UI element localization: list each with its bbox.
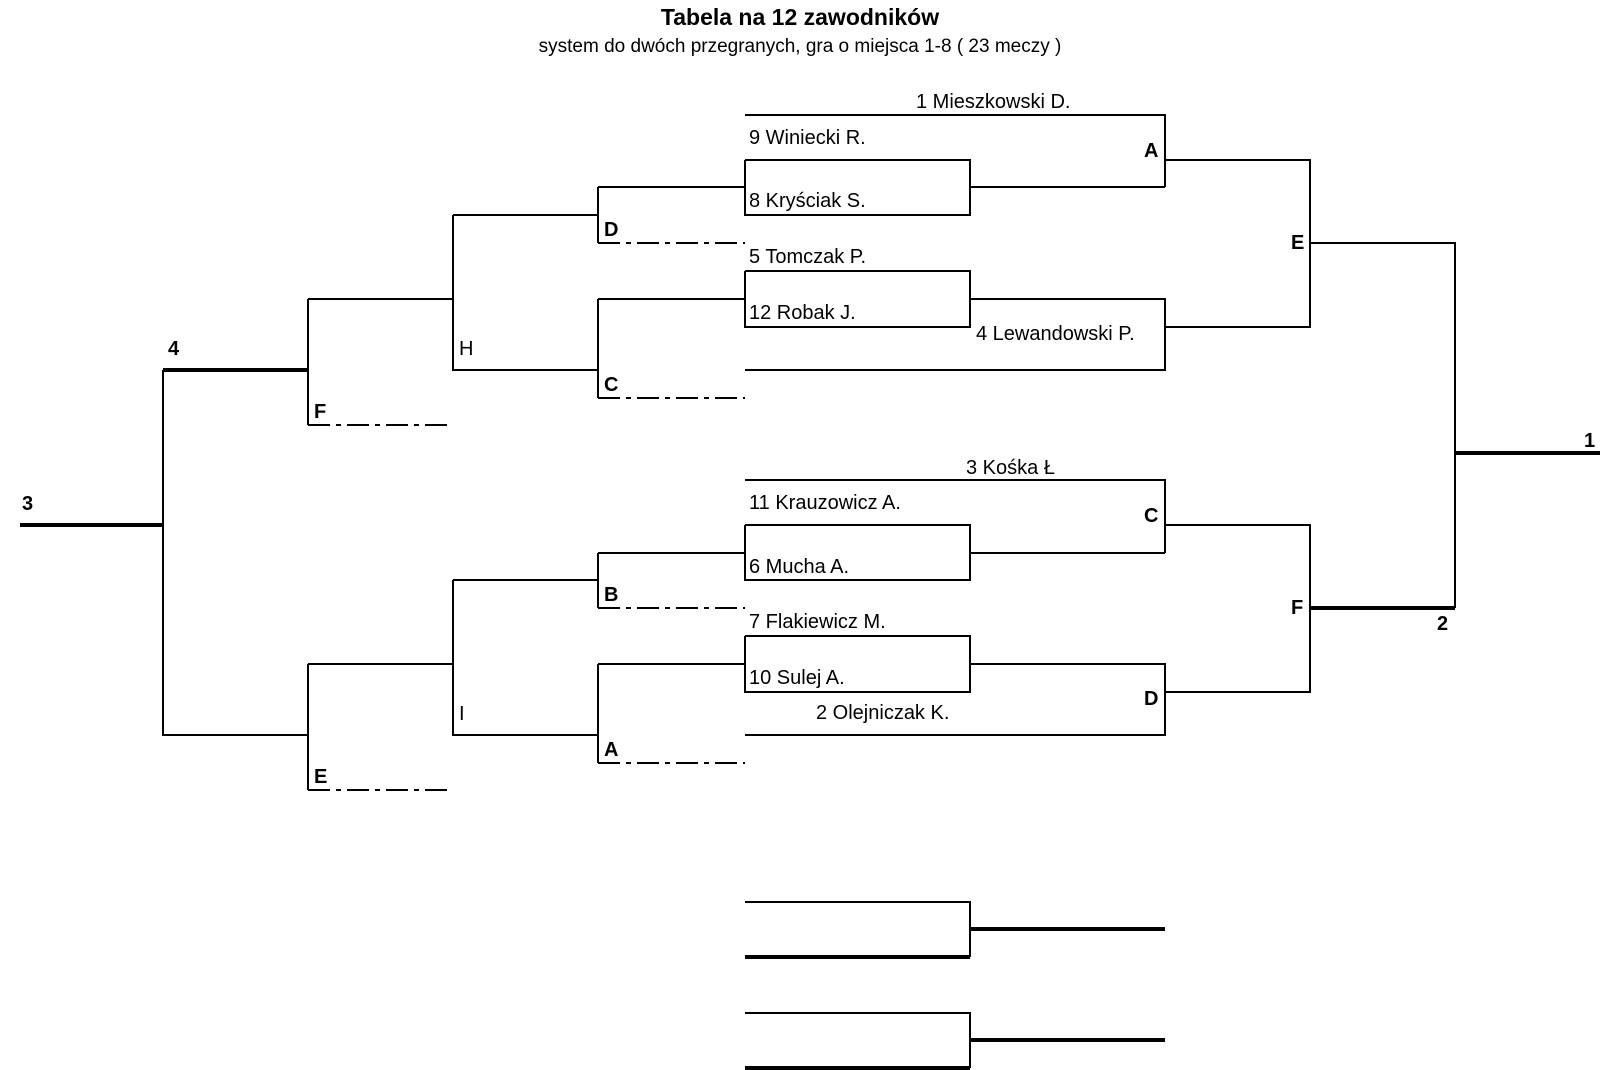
player-12: 12 Robak J. [749,302,856,324]
place-2-label: 2 [1437,613,1449,635]
match-code-d: D [1144,688,1159,710]
player-2: 2 Olejniczak K. [816,702,950,724]
place-4-label: 4 [168,338,180,360]
match-line-p7p10-out [745,663,1166,736]
player-11: 11 Krauzowicz A. [749,492,901,514]
loser-code-a: A [604,739,619,761]
player-5: 5 Tomczak P. [749,246,867,268]
match-line-e-out [1310,242,1456,608]
player-3: 3 Kośka Ł [966,457,1055,479]
player-9: 9 Winiecki R. [749,127,866,149]
player-10: 10 Sulej A. [749,667,845,689]
match-code-f: F [1291,597,1304,619]
match-line-p5p12-out [745,298,1166,371]
match-line-p11-p6 [744,524,971,581]
loser-match-h [452,214,598,371]
loser-code-i: I [459,703,465,725]
match-line-p3 [745,479,1166,553]
loser-match-i [452,579,598,736]
player-1: 1 Mieszkowski D. [916,91,1071,113]
match-line-p7-p10 [744,635,971,693]
match-line-p9-p8 [744,159,971,216]
player-4: 4 Lewandowski P. [976,323,1135,345]
match-line-a-out [1165,159,1311,328]
match-code-a: A [1144,140,1159,162]
loser-code-d: D [604,219,619,241]
match-code-e: E [1291,232,1305,254]
player-7: 7 Flakiewicz M. [749,611,886,633]
placement-match-2 [745,1012,971,1068]
match-code-c: C [1144,505,1159,527]
placement-match-1 [745,901,971,957]
place-3-label: 3 [22,493,34,515]
match-line-p1 [745,114,1166,187]
loser-code-f: F [314,401,327,423]
bracket-subtitle: system do dwóch przegranych, gra o miejs… [538,36,1062,57]
loser-code-c: C [604,374,619,396]
player-6: 6 Mucha A. [749,556,850,578]
place-1-label: 1 [1584,430,1596,452]
loser-code-e: E [314,766,328,788]
player-8: 8 Kryściak S. [749,190,866,212]
loser-code-h: H [459,338,474,360]
match-line-c-out [1165,524,1311,693]
match-line-p5-p12 [744,270,971,328]
bracket-title: Tabela na 12 zawodników [660,4,940,30]
loser-final [162,370,308,736]
loser-code-b: B [604,584,619,606]
